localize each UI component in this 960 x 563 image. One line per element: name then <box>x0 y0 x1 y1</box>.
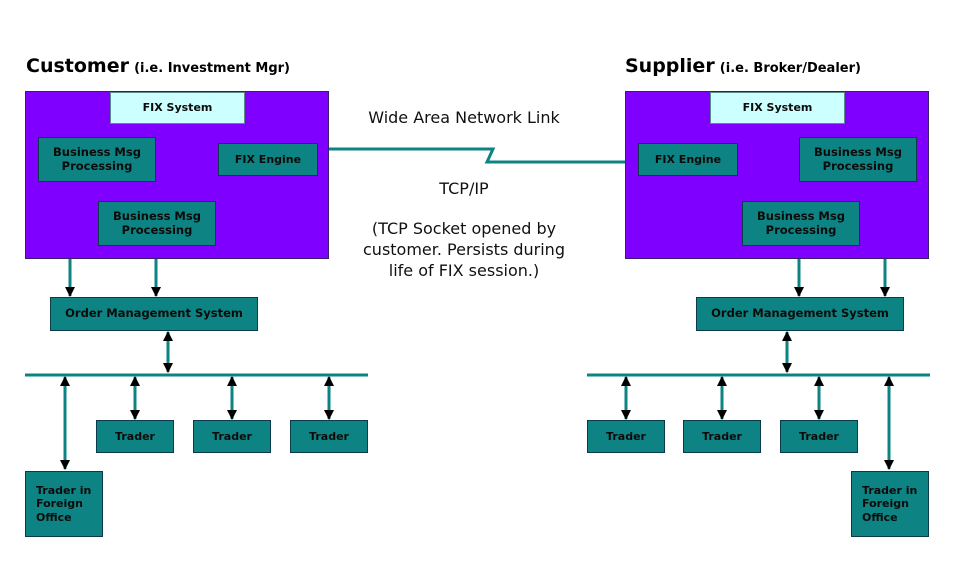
supplier-heading: Supplier (i.e. Broker/Dealer) <box>625 55 861 77</box>
wan-link-line <box>317 144 639 167</box>
customer-fix-system-label: FIX System <box>110 92 245 124</box>
wan-link-label: Wide Area Network Link <box>368 108 560 127</box>
supplier-order-management-system: Order Management System <box>696 297 904 331</box>
customer-trader-3: Trader <box>290 420 368 453</box>
customer-business-msg-processing-2: Business Msg Processing <box>98 201 216 246</box>
customer-order-management-system: Order Management System <box>50 297 258 331</box>
supplier-trader-3: Trader <box>780 420 858 453</box>
customer-heading: Customer (i.e. Investment Mgr) <box>26 55 290 77</box>
tcp-socket-note-line-2: customer. Persists during <box>363 240 565 259</box>
tcp-ip-label: TCP/IP <box>439 179 489 198</box>
supplier-subtitle: (i.e. Broker/Dealer) <box>719 61 861 76</box>
supplier-fix-system-label: FIX System <box>710 92 845 124</box>
supplier-trader-1: Trader <box>587 420 665 453</box>
customer-business-msg-processing-1: Business Msg Processing <box>38 137 156 182</box>
supplier-trader-2: Trader <box>683 420 761 453</box>
supplier-business-msg-processing-2: Business Msg Processing <box>742 201 860 246</box>
supplier-trader-foreign-office: Trader in Foreign Office <box>851 471 929 537</box>
supplier-fix-engine: FIX Engine <box>638 143 738 176</box>
customer-subtitle: (i.e. Investment Mgr) <box>134 61 290 76</box>
tcp-socket-note: (TCP Socket opened by customer. Persists… <box>340 218 588 281</box>
customer-trader-foreign-office: Trader in Foreign Office <box>25 471 103 537</box>
customer-trader-1: Trader <box>96 420 174 453</box>
customer-trader-2: Trader <box>193 420 271 453</box>
customer-fix-engine: FIX Engine <box>218 143 318 176</box>
tcp-socket-note-line-1: (TCP Socket opened by <box>371 219 557 238</box>
tcp-socket-note-line-3: life of FIX session.) <box>388 261 540 280</box>
supplier-title: Supplier <box>625 55 715 77</box>
supplier-business-msg-processing-1: Business Msg Processing <box>799 137 917 182</box>
customer-title: Customer <box>26 55 129 77</box>
